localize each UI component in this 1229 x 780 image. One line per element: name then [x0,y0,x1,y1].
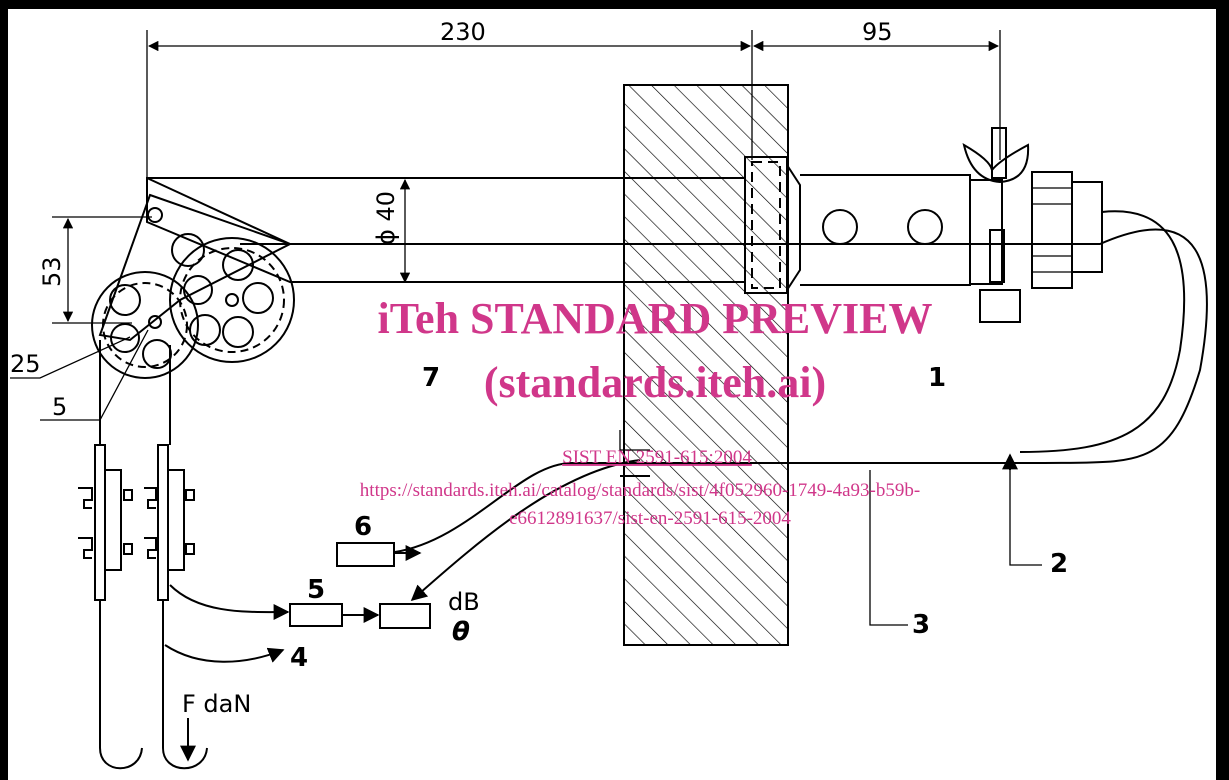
dim-230-label: 230 [440,18,486,46]
clamps [78,340,208,770]
box-meter [379,603,431,629]
callout-4: 4 [290,643,308,673]
watermark-url-line-2[interactable]: e6612891637/sist-en-2591-615-2004 [509,508,791,529]
dim-5-label: 5 [52,393,67,421]
force-label: F daN [182,690,251,718]
box-6 [336,542,395,567]
callout-2: 2 [1050,549,1068,579]
pulley-assembly [91,193,295,379]
watermark-subtitle: (standards.iteh.ai) [484,358,826,407]
instruments [164,430,650,762]
dim-25-label: 25 [10,350,41,378]
meter-symbol-label: θ [452,617,470,647]
callout-6: 6 [354,512,372,542]
watermark: iTeh STANDARD PREVIEW (standards.iteh.ai… [360,294,933,529]
watermark-title: iTeh STANDARD PREVIEW [378,294,933,343]
dim-diameter-40-label: ϕ 40 [372,191,400,245]
dim-95-label: 95 [862,18,893,46]
box-5 [289,603,343,627]
watermark-standard-link[interactable]: SIST EN 2591-615:2004 [562,447,752,468]
callout-5: 5 [307,575,325,605]
meter-unit-label: dB [448,588,480,616]
callout-3: 3 [912,610,930,640]
dim-53-label: 53 [38,256,66,287]
callout-7: 7 [422,363,440,393]
callout-1: 1 [928,363,946,393]
cable [300,210,1208,553]
callout-leaders [869,453,1042,626]
watermark-url-line-1[interactable]: https://standards.iteh.ai/catalog/standa… [360,480,920,501]
